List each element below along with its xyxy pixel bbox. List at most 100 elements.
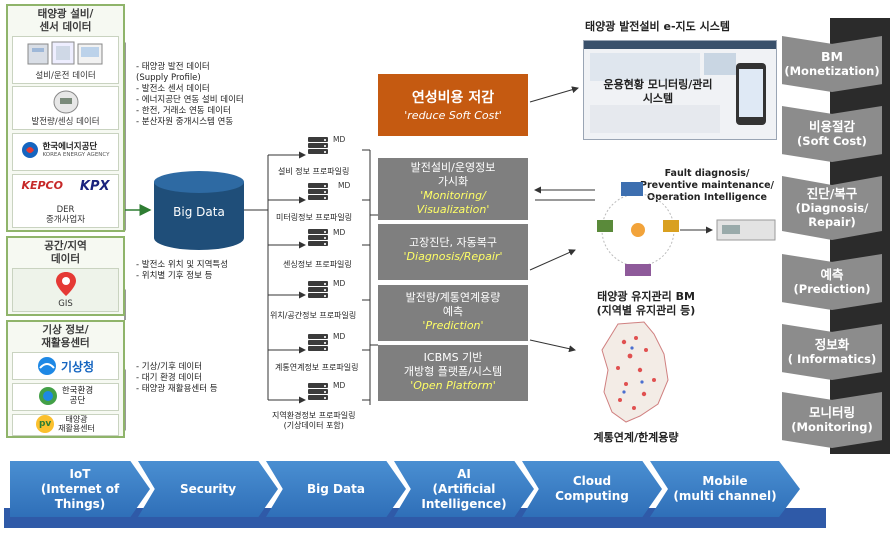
source-group-spatial: 공간/지역 데이터 GIS (6, 236, 125, 316)
tech-label: Mobile (multi channel) (673, 474, 777, 503)
server-icon (308, 334, 328, 352)
note: - 발전소 위치 및 지역특성 (136, 260, 229, 270)
open-platform-box: ICBMS 기반 개방형 플랫폼/시스템 'Open Platform' (378, 345, 528, 401)
pv-logo: pv (36, 415, 55, 433)
note: (Supply Profile) (136, 73, 201, 83)
tile-keco: 한국환경 공단 (12, 383, 119, 411)
profiling-label: 계통연계정보 프로파일링 (275, 363, 359, 372)
tech-arrow-cloud: Cloud Computing (522, 461, 662, 517)
profiling-label: 설비 정보 프로파일링 (278, 167, 350, 176)
agency-name: 한국에너지공단 (42, 141, 98, 152)
chevron-bm: BM(Monetization) (782, 36, 882, 92)
tile-label: 발전량/센싱 데이터 (31, 117, 100, 127)
tech-arrow-mobile: Mobile (multi channel) (650, 461, 800, 517)
chevron-subtitle: (Soft Cost) (797, 134, 867, 148)
big-data-label: Big Data (173, 205, 225, 219)
tile-label: 설비/운전 데이터 (35, 71, 96, 81)
note: - 발전소 센서 데이터 (136, 84, 210, 94)
box-subtitle: 'Diagnosis/Repair' (403, 250, 503, 263)
server-icon (308, 183, 328, 201)
kpx-logo: KPX (79, 179, 110, 194)
note: - 에너지공단 연동 설비 데이터 (136, 95, 244, 105)
diagnosis-box: 고장진단, 자동복구 'Diagnosis/Repair' (378, 224, 528, 280)
box-title: 발전설비/운영정보 가시화 (410, 161, 496, 188)
box-subtitle: 'reduce Soft Cost' (404, 109, 502, 122)
prediction-box: 발전량/계통연계용량 예측 'Prediction' (378, 285, 528, 341)
chevron-title: 정보화 (814, 337, 850, 352)
tech-arrow-ai: AI (Artificial Intelligence) (394, 461, 534, 517)
keco-name: 한국환경 공단 (61, 386, 94, 406)
tech-arrow-iot: IoT (Internet of Things) (10, 461, 150, 517)
equipment-icon (27, 41, 102, 65)
chevron-title: 예측 (820, 267, 844, 282)
chevron-title: 진단/복구 (806, 186, 858, 201)
tile-gis: GIS (12, 268, 119, 312)
profiling-label: 센싱정보 프로파일링 (283, 260, 352, 269)
profiling-label: 지역환경정보 프로파일링 (기상데이터 포함) (272, 411, 356, 430)
group-title: 공간/지역 데이터 (44, 240, 87, 265)
chevron-title: 모니터링 (808, 405, 855, 420)
tech-label: Cloud Computing (555, 474, 629, 503)
notes-weather: - 기상/기후 데이터 - 대기 환경 데이터 - 태양광 재활용센터 등 (136, 362, 218, 395)
tile-metering: 발전량/센싱 데이터 (12, 86, 119, 130)
notes-spatial: - 발전소 위치 및 지역특성 - 위치별 기후 정보 등 (136, 260, 228, 282)
chevron-subtitle: (Monetization) (784, 64, 880, 78)
server-icon (308, 383, 328, 401)
tile-equipment: 설비/운전 데이터 (12, 36, 119, 84)
chevron-title: BM (821, 49, 843, 64)
tile-der: KEPCO KPX DER 중개사업자 (12, 174, 119, 228)
md-tag: MD (333, 332, 346, 341)
kepco-logo: KEPCO (21, 179, 63, 192)
emap-title: 태양광 발전설비 e-지도 시스템 (585, 20, 730, 33)
chevron-soft-cost: 비용절감(Soft Cost) (782, 106, 882, 162)
box-title: 발전량/계통연계용량 예측 (405, 291, 501, 318)
note: - 한전, 거래소 연동 데이터 (136, 106, 231, 116)
tech-label: Security (179, 481, 237, 496)
note: - 위치별 기후 정보 등 (136, 271, 213, 281)
chevron-informatics: 정보화( Informatics) (782, 324, 882, 380)
box-subtitle: 'Prediction' (422, 319, 484, 332)
bm-caption: 태양광 유지관리 BM (지역별 유지관리 등) (596, 290, 696, 317)
md-tag: MD (333, 228, 346, 237)
tile-kma: 기상청 (12, 352, 119, 380)
kma-logo (37, 357, 56, 375)
chevron-subtitle: (Prediction) (793, 282, 871, 296)
profiling-label: 위치/공간정보 프로파일링 (270, 311, 357, 320)
md-tag: MD (333, 135, 346, 144)
tech-label: Big Data (307, 481, 365, 496)
kma-name: 기상청 (60, 359, 95, 374)
phone-icon (736, 63, 766, 125)
tech-arrow-security: Security (138, 461, 278, 517)
reduce-soft-cost-box: 연성비용 저감 'reduce Soft Cost' (378, 74, 528, 136)
box-subtitle: 'Monitoring/ Visualization' (416, 189, 490, 216)
group-title: 태양광 설비/ 센서 데이터 (37, 8, 94, 33)
server-icon (308, 281, 328, 299)
note: - 대기 환경 데이터 (136, 373, 202, 383)
solar-bm-illustration (597, 182, 679, 276)
tile-label: GIS (58, 299, 73, 309)
tech-label: AI (Artificial Intelligence) (421, 466, 507, 511)
tile-pv-recycle: pv 태양광 재활용센터 (12, 414, 119, 436)
server-icon (308, 229, 328, 247)
box-title: 연성비용 저감 (411, 90, 495, 106)
md-tag: MD (338, 181, 351, 190)
note: - 태양광 발전 데이터 (136, 62, 210, 72)
chevron-monitoring: 모니터링(Monitoring) (782, 392, 882, 448)
map-pin-icon (55, 272, 76, 296)
keco-logo (38, 387, 57, 405)
chevron-prediction: 예측(Prediction) (782, 254, 882, 310)
tile-energy-agency: 한국에너지공단 KOREA ENERGY AGENCY (12, 133, 119, 171)
server-icon (308, 137, 328, 155)
monitoring-box: 발전설비/운영정보 가시화 'Monitoring/ Visualization… (378, 158, 528, 220)
note: - 기상/기후 데이터 (136, 362, 203, 372)
note: - 태양광 재활용센터 등 (136, 384, 218, 394)
meter-icon (53, 90, 78, 114)
chevron-diagnosis: 진단/복구(Diagnosis/ Repair) (782, 176, 882, 240)
korea-grid-map (601, 321, 669, 423)
chevron-subtitle: ( Informatics) (787, 352, 877, 366)
tech-arrow-bigdata: Big Data (266, 461, 406, 517)
grid-caption: 계통연계/한계용량 (593, 431, 679, 444)
chevron-subtitle: (Monitoring) (791, 420, 873, 434)
notes-equipment: - 태양광 발전 데이터 (Supply Profile) - 발전소 센서 데… (136, 62, 244, 128)
inverter-device-icon (716, 219, 776, 241)
